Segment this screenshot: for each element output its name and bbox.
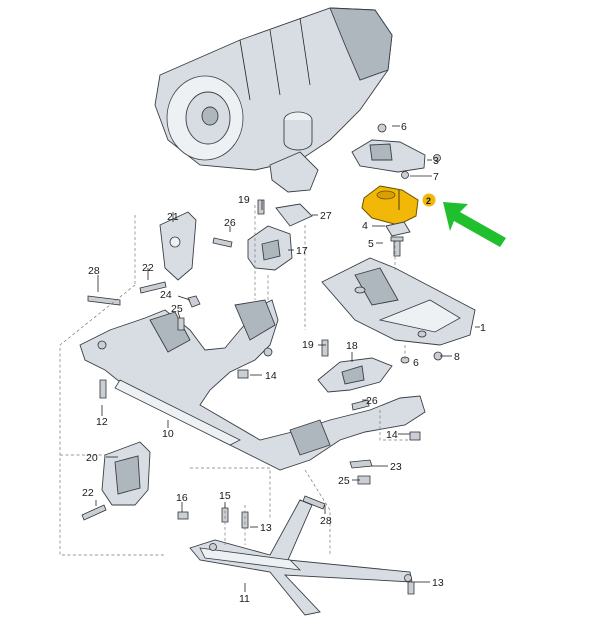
callout-8: 8 — [454, 351, 460, 363]
transmission-mount-part-2 — [361, 185, 419, 226]
indicator-arrow — [443, 202, 506, 247]
mount-plate-and-bolt — [385, 221, 411, 257]
callout-23: 23 — [390, 461, 402, 473]
transmission-mount-bracket — [351, 123, 441, 179]
callout-26-lower: 26 — [366, 395, 378, 407]
crossmember-part-1 — [321, 257, 476, 364]
bracket-part-21 — [159, 211, 197, 281]
callout-25-upper: 25 — [171, 303, 183, 315]
callout-4: 4 — [362, 220, 368, 232]
callout-21: 21 — [167, 211, 179, 223]
callout-28-lower: 28 — [320, 515, 332, 527]
bracket-part-18 — [317, 357, 393, 393]
callout-13-lower: 13 — [432, 577, 444, 589]
callout-18: 18 — [346, 340, 358, 352]
callout-11: 11 — [239, 593, 250, 605]
callout-14-right: 14 — [386, 429, 398, 441]
callout-13-upper: 13 — [260, 522, 272, 534]
callout-25-lower: 25 — [338, 475, 350, 487]
callout-10: 10 — [162, 428, 174, 440]
callout-5: 5 — [368, 238, 374, 250]
leader-lines — [95, 125, 480, 592]
bracket-part-17 — [247, 225, 293, 271]
bracket-part-27 — [275, 203, 313, 227]
callout-28-upper: 28 — [88, 265, 100, 277]
callout-6-upper: 6 — [401, 121, 407, 133]
bracket-part-20 — [101, 441, 151, 506]
callout-7: 7 — [433, 171, 439, 183]
callout-15: 15 — [219, 490, 231, 502]
callout-1: 1 — [480, 322, 486, 334]
callout-22-lower: 22 — [82, 487, 94, 499]
x-brace-part-11 — [189, 499, 413, 616]
callout-2: 2 — [426, 196, 431, 206]
callout-14-left: 14 — [265, 370, 277, 382]
callout-27: 27 — [320, 210, 332, 222]
callout-17: 17 — [296, 245, 308, 257]
callout-19-lower: 19 — [302, 339, 314, 351]
callout-26-upper: 26 — [224, 217, 236, 229]
callout-12: 12 — [96, 416, 108, 428]
callout-6-lower: 6 — [413, 357, 419, 369]
callout-16: 16 — [176, 492, 188, 504]
callout-3: 3 — [433, 155, 439, 167]
callout-22-upper: 22 — [142, 262, 154, 274]
callout-labels: 1 2 3 4 5 6 6 7 8 10 11 12 13 13 14 14 1… — [82, 121, 486, 605]
callout-24: 24 — [160, 289, 172, 301]
subframe-part-10 — [79, 299, 426, 471]
assembly-lines — [59, 205, 410, 556]
callout-20: 20 — [86, 452, 98, 464]
callout-2-marker — [422, 193, 436, 207]
transmission-assembly — [154, 7, 393, 193]
callout-19-upper: 19 — [238, 194, 250, 206]
